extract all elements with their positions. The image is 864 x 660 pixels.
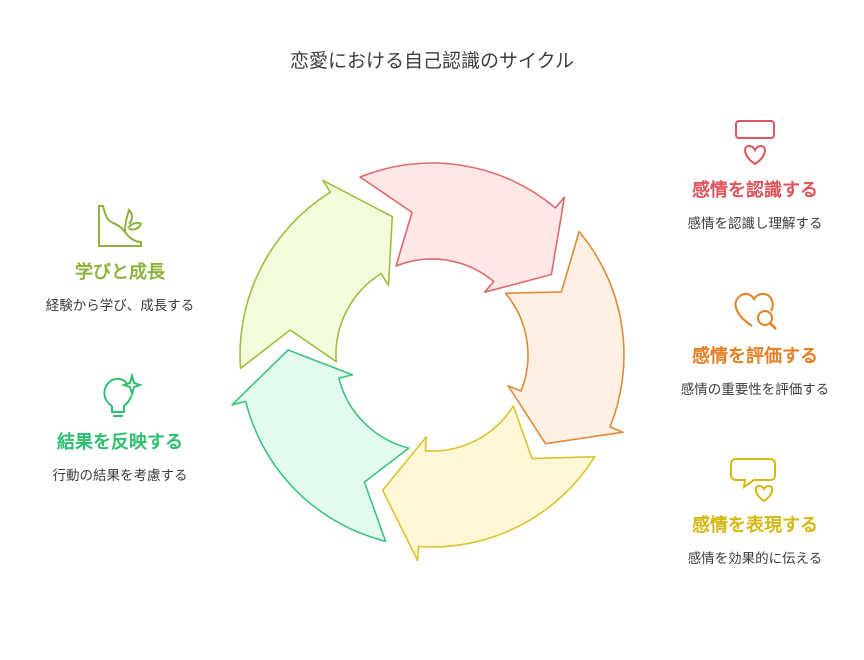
- lightbulb-icon: [103, 372, 142, 417]
- stage-description: 感情を効果的に伝える: [687, 551, 823, 567]
- stage-heading: 感情を評価する: [692, 346, 818, 367]
- stage-heading: 学びと成長: [75, 262, 165, 283]
- stage-express-emotions: 感情を表現する 感情を効果的に伝える: [660, 455, 850, 568]
- stage-reflect-results: 結果を反映する 行動の結果を考慮する: [30, 372, 210, 485]
- stage-description: 経験から学び、成長する: [45, 298, 195, 314]
- diagram-title: 恋愛における自己認識のサイクル: [289, 50, 575, 72]
- stage-heading: 結果を反映する: [57, 432, 183, 453]
- stage-heading: 感情を認識する: [692, 180, 818, 201]
- stage-heading: 感情を表現する: [692, 515, 818, 536]
- stage-recognize-emotions: 感情を認識する 感情を認識し理解する: [660, 118, 850, 233]
- segment-evaluate: [504, 230, 625, 445]
- segment-reflect: [231, 349, 410, 543]
- stage-description: 感情の重要性を評価する: [680, 382, 830, 398]
- speech-heart-icon: [735, 120, 775, 166]
- segment-learn: [239, 179, 394, 370]
- heart-magnifier-icon: [734, 292, 777, 330]
- stage-description: 感情を認識し理解する: [687, 216, 823, 232]
- chat-heart-icon: [730, 458, 776, 503]
- stage-description: 行動の結果を考慮する: [52, 468, 188, 484]
- segment-express: [381, 405, 596, 562]
- stage-evaluate-emotions: 感情を評価する 感情の重要性を評価する: [660, 288, 850, 399]
- sprout-icon: [98, 205, 143, 247]
- segment-recognize: [359, 162, 566, 293]
- stage-learn-and-grow: 学びと成長 経験から学び、成長する: [30, 202, 210, 315]
